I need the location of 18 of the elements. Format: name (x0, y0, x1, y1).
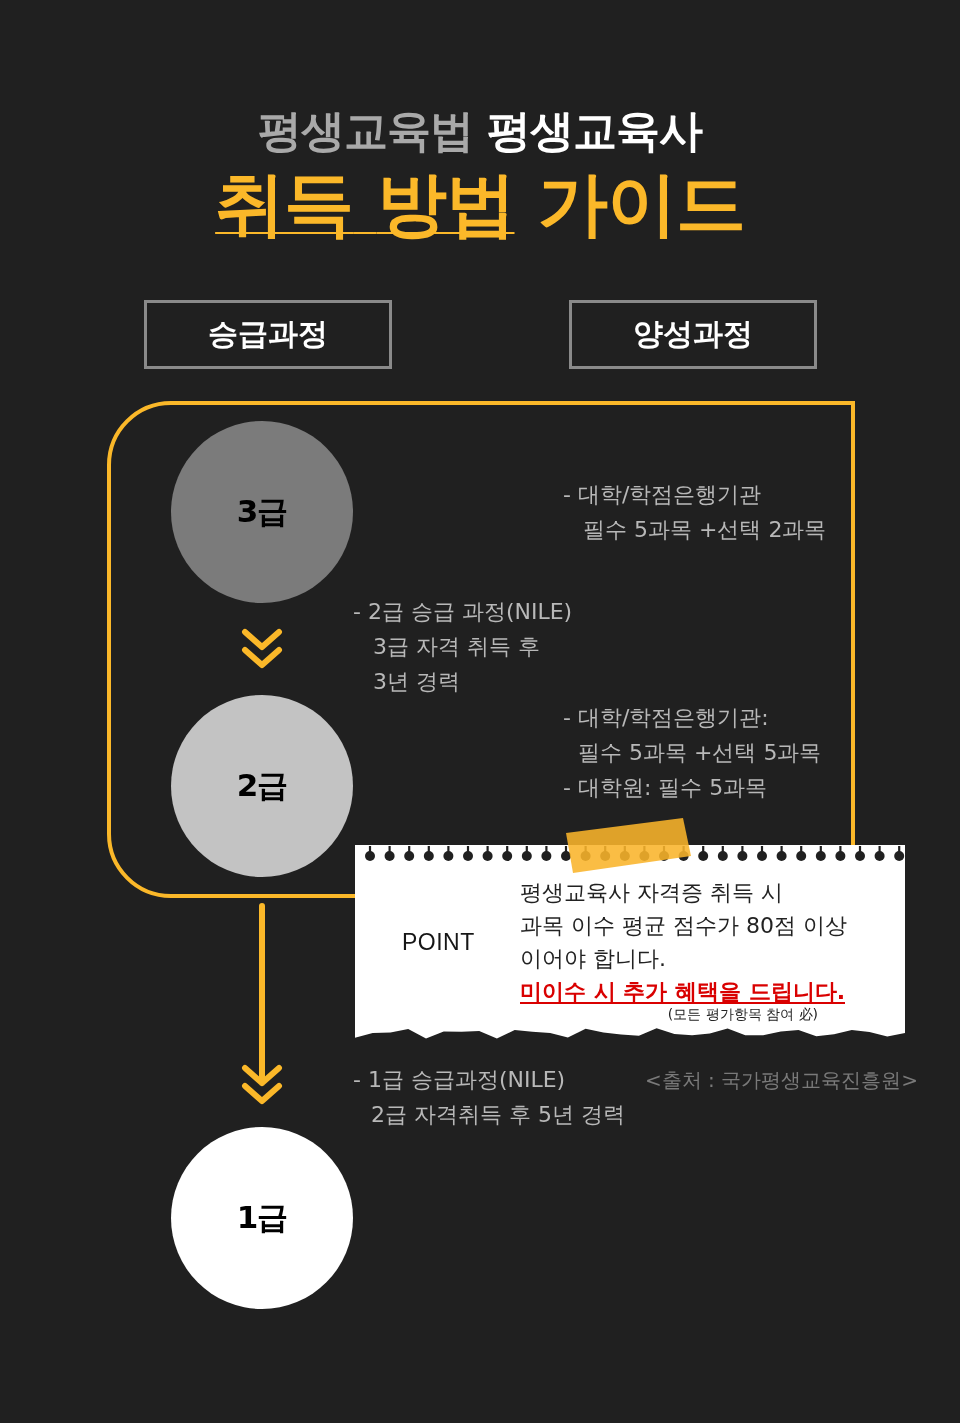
grade-circle: 1급 (171, 1127, 353, 1309)
description-text: - 대학/학점은행기관 필수 5과목 +선택 2과목 (563, 481, 827, 544)
description-text: - 1급 승급과정(NILE) 2급 자격취득 후 5년 경력 (353, 1066, 625, 1129)
heading: POINT (402, 928, 475, 956)
description-text: - 대학/학점은행기관: 필수 5과목 +선택 5과목 (563, 704, 822, 767)
title: 평생교육법 평생교육사 취득 방법 가이드 (214, 104, 746, 246)
description-text: - 2급 승급 과정(NILE) 3급 자격 취득 후 3년 경력 (353, 598, 573, 696)
arrow (242, 903, 282, 1104)
header-box: 승급과정 (144, 300, 392, 369)
body-text: 평생교육사 자격증 취득 시 과목 이수 평균 점수가 80점 이상 이어야 합니다. (520, 879, 847, 973)
grade-circle: 3급 (171, 421, 353, 603)
footnote: (모든 평가항목 참여 必) (667, 1005, 818, 1023)
grade-circle: 2급 (171, 695, 353, 877)
description-text: - 대학원: 필수 5과목 (563, 774, 768, 802)
chevron-arrow (242, 629, 282, 668)
highlight-text: 미이수 시 추가 혜택을 드립니다. (520, 978, 845, 1006)
source-note: <출처 : 국가평생교육진흥원> (645, 1067, 918, 1093)
header-box: 양성과정 (569, 300, 817, 369)
